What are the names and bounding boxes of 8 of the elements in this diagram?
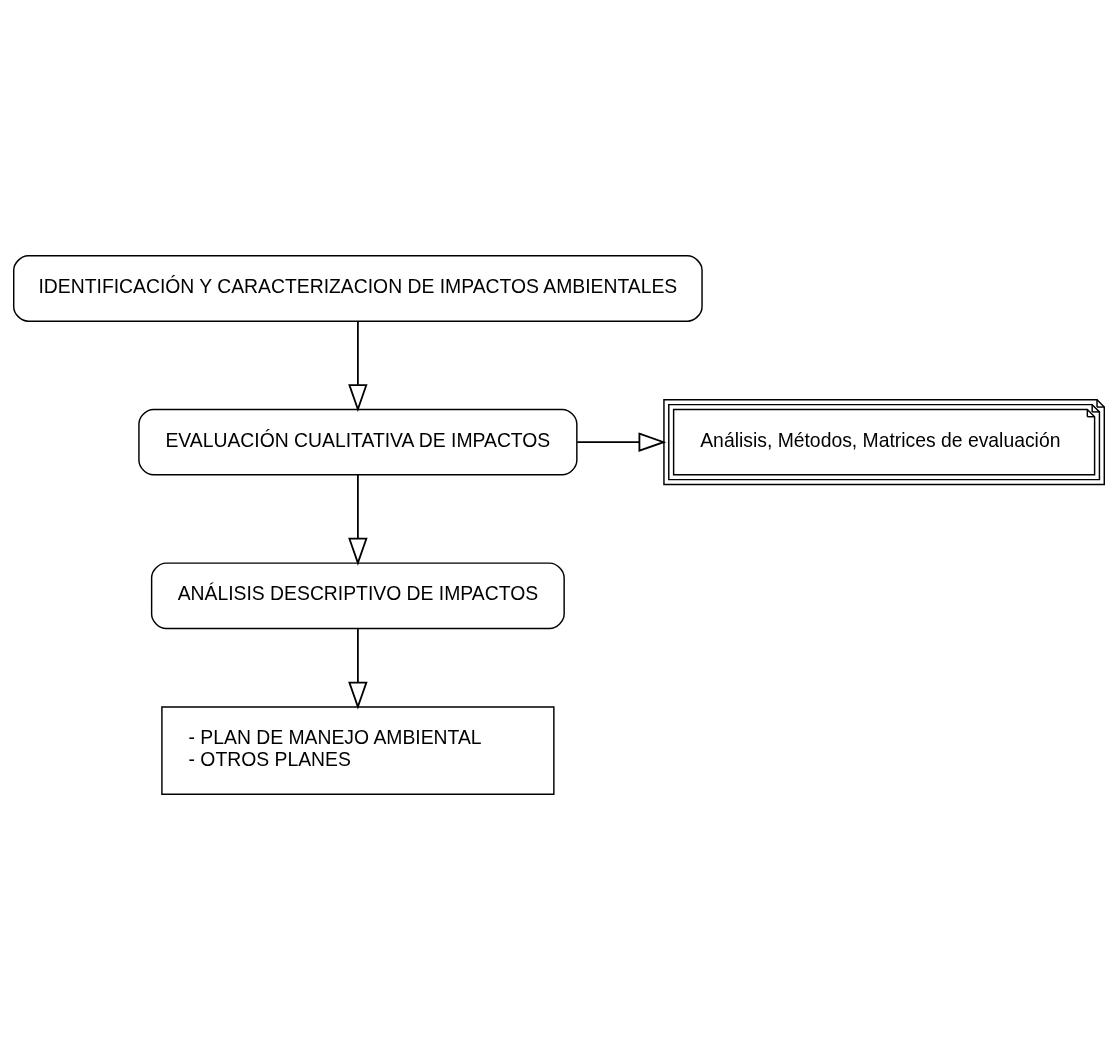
node-box: ANÁLISIS DESCRIPTIVO DE IMPACTOS (150, 562, 565, 630)
node-box: - PLAN DE MANEJO AMBIENTAL - OTROS PLANES (161, 706, 555, 795)
node-box: EVALUACIÓN CUALITATIVA DE IMPACTOS (138, 408, 578, 476)
arrow (576, 432, 667, 452)
node-box: IDENTIFICACIÓN Y CARACTERIZACION DE IMPACTOS AMBIENTALES (13, 255, 703, 322)
arrow (348, 320, 368, 412)
arrow (348, 474, 368, 566)
arrow (348, 627, 368, 710)
